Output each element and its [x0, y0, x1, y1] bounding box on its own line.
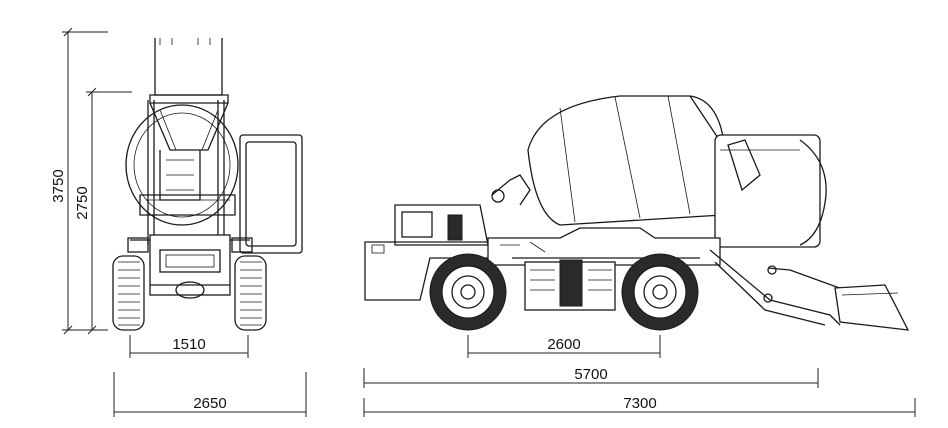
dim-3750-label: 3750	[50, 169, 67, 202]
side-front-wheel	[429, 253, 507, 331]
front-lower-body	[127, 234, 253, 299]
front-right-tire	[234, 255, 267, 331]
dim-5700-label: 5700	[574, 366, 607, 383]
dim-2650-label: 2650	[193, 395, 226, 412]
dimension-lines	[62, 27, 916, 417]
dim-7300-label: 7300	[623, 395, 656, 412]
front-hopper	[149, 38, 229, 151]
dim-1510-label: 1510	[172, 336, 205, 353]
front-drum	[125, 104, 239, 226]
front-view	[112, 38, 303, 331]
dim-2600-label: 2600	[547, 336, 580, 353]
front-frame	[139, 100, 236, 245]
side-loader	[709, 249, 910, 331]
side-view	[364, 95, 910, 331]
front-left-tire	[112, 255, 145, 331]
dim-2750-label: 2750	[74, 186, 91, 219]
side-rear-drum	[714, 134, 827, 248]
front-cab	[239, 134, 303, 254]
side-steering	[491, 174, 531, 206]
side-rear-wheel	[621, 253, 699, 331]
side-drum	[527, 95, 726, 226]
